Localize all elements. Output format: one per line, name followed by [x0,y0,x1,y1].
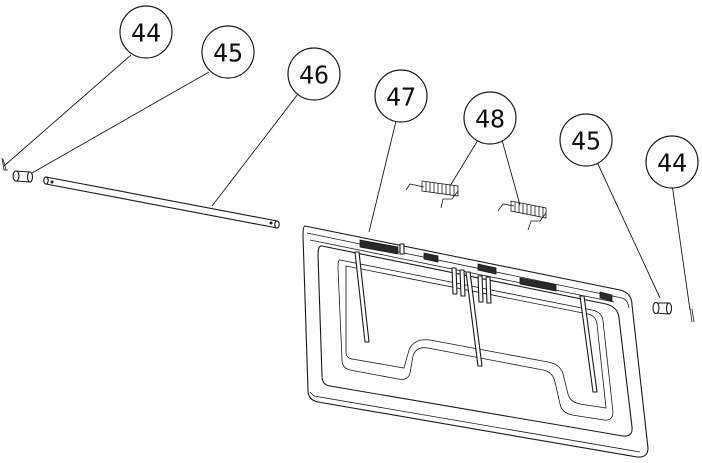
callout-label-46: 46 [299,61,329,90]
callout-44-left: 44 [119,5,173,59]
callout-45-left: 45 [201,25,255,79]
callout-45-right: 45 [559,113,613,167]
callout-label-47: 47 [386,83,416,112]
spring-part-48-right [497,200,547,231]
callout-label-45-right: 45 [571,127,601,156]
leader-44-left [3,54,132,167]
callout-46: 46 [287,47,341,101]
leader-47 [368,116,398,233]
leader-48-b [501,139,521,206]
leader-46 [211,93,299,207]
pin-part-44-right [689,307,695,323]
bushing-part-45-right [652,301,673,315]
callout-label-45-left: 45 [213,39,243,68]
callout-44-right: 44 [645,135,699,189]
callout-label-48: 48 [475,105,505,134]
callout-label-44-right: 44 [657,149,687,178]
callout-label-44-left: 44 [131,19,161,48]
callout-48: 48 [463,91,517,145]
leader-48-a [449,139,479,187]
leader-45-left [31,71,210,174]
leader-lines [3,54,691,311]
bushing-part-45-left [12,170,34,183]
spring-part-48-left [405,180,459,209]
callout-47: 47 [374,69,428,123]
leader-44-right [671,183,691,311]
shaft-part-46 [43,176,280,229]
leader-45-right [596,161,661,299]
frame-part-47 [302,225,649,458]
pin-part-44-left [1,157,8,171]
